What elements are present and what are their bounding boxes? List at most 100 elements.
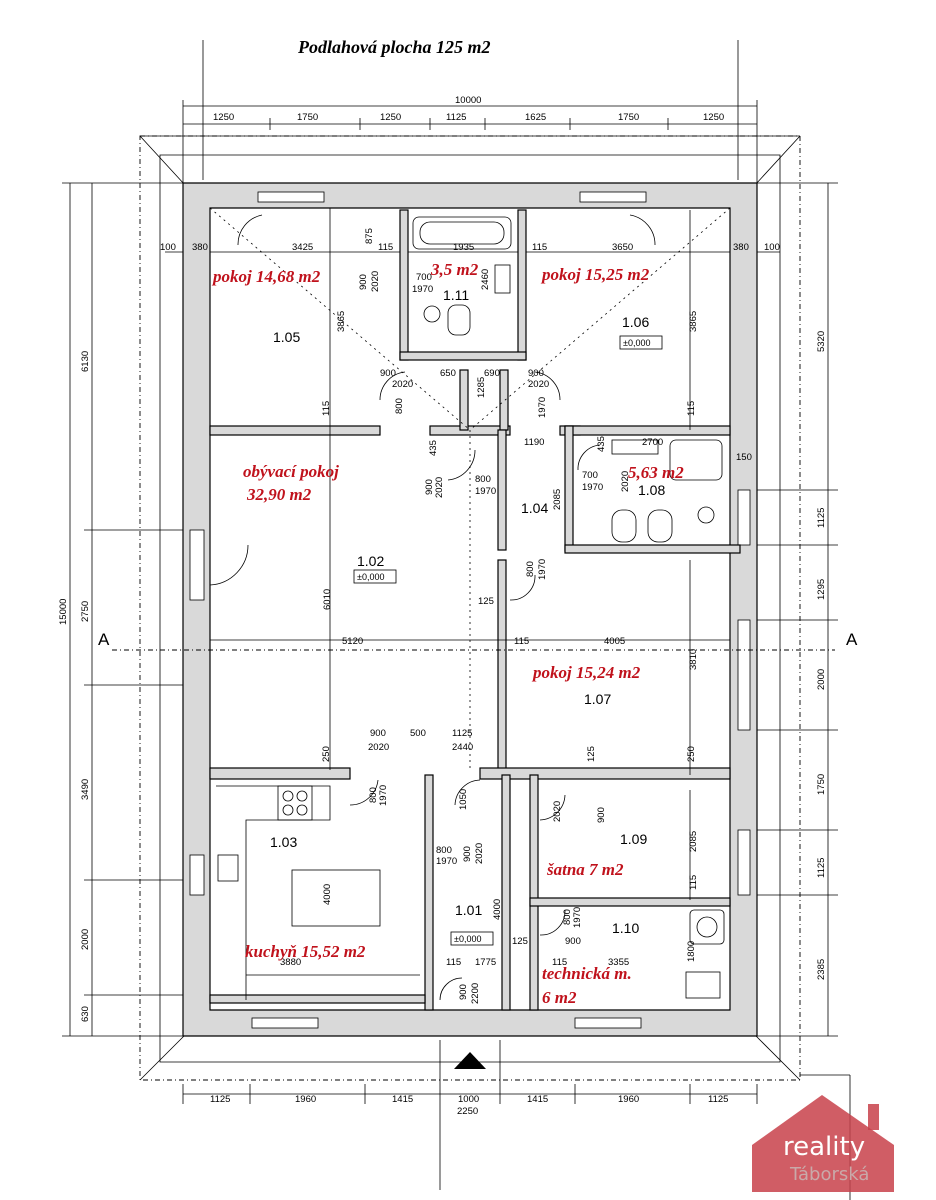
svg-text:900: 900 [424, 479, 435, 495]
svg-text:1285: 1285 [476, 377, 487, 398]
svg-text:115: 115 [532, 242, 547, 253]
room-number: 1.03 [270, 834, 297, 850]
svg-text:1970: 1970 [378, 785, 389, 806]
svg-text:800: 800 [368, 787, 379, 803]
svg-text:3650: 3650 [612, 242, 633, 253]
room-numbers: 1.05 1.11 1.06 1.02 1.04 1.08 1.07 1.03 … [270, 287, 665, 936]
room-label-bedroom-2: pokoj 15,25 m2 [540, 265, 650, 284]
svg-text:1970: 1970 [537, 397, 548, 418]
svg-text:700: 700 [416, 272, 432, 283]
svg-text:2750: 2750 [80, 601, 91, 622]
svg-text:1775: 1775 [475, 957, 496, 968]
svg-text:250: 250 [686, 746, 697, 762]
room-number: 1.01 [455, 902, 482, 918]
svg-text:2020: 2020 [552, 801, 563, 822]
door-swings [209, 214, 656, 1001]
right-dimensions: 5320 1125 1295 2000 1750 1125 2385 [816, 331, 827, 980]
svg-text:1960: 1960 [295, 1094, 316, 1105]
svg-text:630: 630 [80, 1006, 91, 1022]
svg-text:10000: 10000 [455, 95, 481, 106]
svg-text:115: 115 [446, 957, 461, 968]
room-number: 1.10 [612, 920, 639, 936]
svg-text:4000: 4000 [492, 899, 503, 920]
svg-text:1125: 1125 [446, 112, 466, 123]
svg-text:900: 900 [458, 984, 469, 1000]
room-number: 1.02 [357, 553, 384, 569]
roof-outline [139, 135, 801, 1081]
level-marks: ±0,000 ±0,000 ±0,000 [353, 335, 663, 946]
level-mark: ±0,000 [357, 572, 384, 582]
svg-text:900: 900 [462, 846, 473, 862]
bottom-dimension-lines [182, 1040, 851, 1200]
bottom-dimensions: 1125 1960 1415 1000 1415 1960 1125 2250 [210, 1094, 728, 1117]
room-number: 1.07 [584, 691, 611, 707]
svg-text:900: 900 [370, 728, 386, 739]
room-number: 1.09 [620, 831, 647, 847]
entrance-arrow-icon [454, 1052, 486, 1069]
room-number: 1.06 [622, 314, 649, 330]
svg-text:2000: 2000 [80, 929, 91, 950]
svg-text:2020: 2020 [368, 742, 389, 753]
room-label-wardrobe: šatna 7 m2 [546, 860, 624, 879]
svg-text:1250: 1250 [703, 112, 724, 123]
svg-text:1125: 1125 [452, 728, 472, 739]
svg-text:900: 900 [380, 368, 396, 379]
svg-text:1970: 1970 [475, 486, 496, 497]
diagonal-guides [209, 207, 731, 900]
room-label-utility-line1: technická m. [542, 964, 632, 983]
level-mark: ±0,000 [454, 934, 481, 944]
top-dimensions: 10000 1250 1750 1250 1125 1625 1750 1250… [160, 95, 780, 253]
kitchen-fixtures [216, 785, 420, 1000]
top-dimension-lines [140, 40, 800, 253]
room-label-utility-line2: 6 m2 [542, 988, 577, 1007]
svg-text:700: 700 [582, 470, 598, 481]
svg-text:115: 115 [514, 636, 529, 647]
svg-text:1050: 1050 [458, 789, 469, 810]
svg-text:125: 125 [512, 936, 528, 947]
svg-text:800: 800 [562, 909, 573, 925]
left-dimensions: 15000 6130 2750 3490 2000 630 [58, 351, 91, 1022]
plan-title: Podlahová plocha 125 m2 [297, 37, 491, 57]
svg-text:1750: 1750 [816, 774, 827, 795]
svg-text:1970: 1970 [582, 482, 603, 493]
svg-text:500: 500 [410, 728, 426, 739]
svg-text:3865: 3865 [336, 311, 347, 332]
svg-text:650: 650 [440, 368, 456, 379]
svg-text:115: 115 [552, 957, 567, 968]
svg-text:1960: 1960 [618, 1094, 639, 1105]
logo-line1: reality [783, 1132, 865, 1162]
svg-text:1000: 1000 [458, 1094, 479, 1105]
svg-text:800: 800 [475, 474, 491, 485]
svg-text:690: 690 [484, 368, 500, 379]
svg-text:115: 115 [321, 401, 332, 416]
svg-text:150: 150 [736, 452, 752, 463]
svg-text:100: 100 [160, 242, 176, 253]
svg-text:900: 900 [528, 368, 544, 379]
svg-text:2020: 2020 [528, 379, 549, 390]
svg-text:250: 250 [321, 746, 332, 762]
svg-text:2250: 2250 [457, 1106, 478, 1117]
section-mark-left: A [98, 630, 110, 649]
svg-text:5320: 5320 [816, 331, 827, 352]
room-number: 1.04 [521, 500, 548, 516]
room-label-bathroom-small: 3,5 m2 [430, 260, 479, 279]
svg-text:2385: 2385 [816, 959, 827, 980]
svg-text:115: 115 [688, 875, 699, 890]
bathroom-fixtures [412, 216, 725, 999]
svg-text:1970: 1970 [537, 559, 548, 580]
svg-text:100: 100 [764, 242, 780, 253]
svg-text:900: 900 [565, 936, 581, 947]
svg-text:125: 125 [478, 596, 494, 607]
svg-text:4000: 4000 [322, 884, 333, 905]
svg-text:6130: 6130 [80, 351, 91, 372]
svg-text:2700: 2700 [642, 437, 663, 448]
svg-text:1250: 1250 [213, 112, 234, 123]
left-dimension-lines [62, 182, 183, 1037]
svg-text:3880: 3880 [280, 957, 301, 968]
svg-text:1970: 1970 [412, 284, 433, 295]
section-line: A A [98, 630, 858, 651]
svg-text:2440: 2440 [452, 742, 473, 753]
svg-text:900: 900 [596, 807, 607, 823]
room-label-living-room-line2: 32,90 m2 [246, 485, 312, 504]
svg-text:2020: 2020 [620, 471, 631, 492]
